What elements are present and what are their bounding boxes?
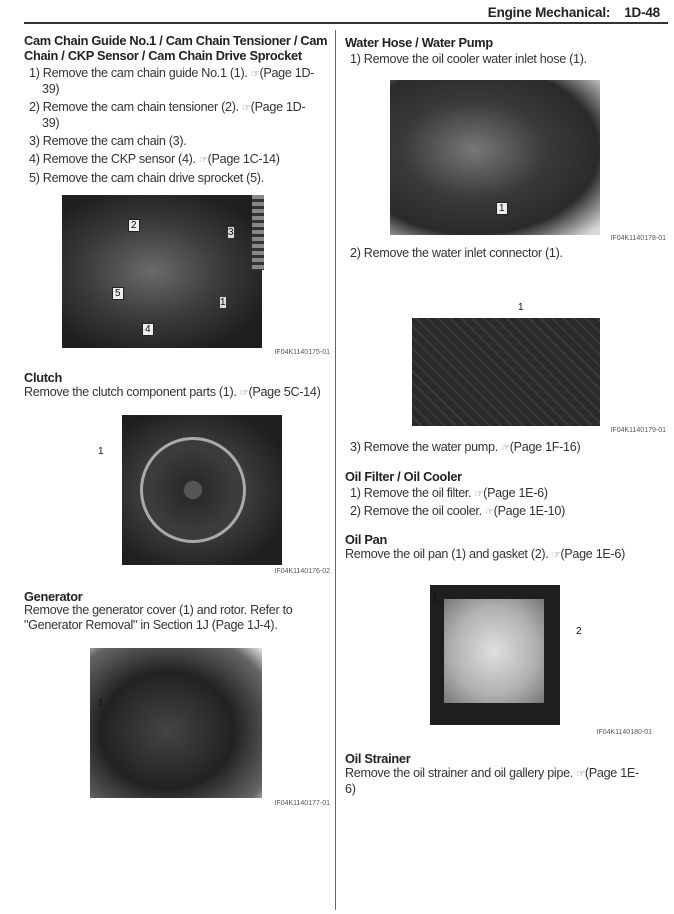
figure-caption: IF04K1140180-01 <box>596 729 652 736</box>
oil-pan-text: Remove the oil pan (1) and gasket (2). ☞… <box>345 547 625 563</box>
page-link-cont[interactable]: 39) <box>42 116 60 130</box>
step-2: 2) Remove the oil cooler. ☞(Page 1E-10) <box>350 504 565 520</box>
reference-icon: ☞ <box>250 69 260 80</box>
clutch-text: Remove the clutch component parts (1). ☞… <box>24 385 334 401</box>
text-line: "Generator Removal" in Section 1J (Page … <box>24 618 278 632</box>
text-line: Remove the oil strainer and oil gallery … <box>345 766 577 780</box>
step-text: 5) Remove the cam chain drive sprocket (… <box>29 171 264 185</box>
figure-caption: IF04K1140176-02 <box>274 568 330 575</box>
step-text: 4) Remove the CKP sensor (4). <box>29 152 199 166</box>
water-hose-photo: 1 <box>390 80 600 235</box>
step-1: 1) Remove the oil cooler water inlet hos… <box>350 52 587 66</box>
oil-filter-heading: Oil Filter / Oil Cooler <box>345 469 462 484</box>
oil-pan-graphic <box>444 599 544 703</box>
column-divider <box>335 30 336 910</box>
step-text: 2) Remove the oil cooler. <box>350 504 485 518</box>
figure-caption: IF04K1140178-01 <box>610 235 666 242</box>
step-text: 1) Remove the oil filter. <box>350 486 475 500</box>
callout-4: 4 <box>142 323 154 336</box>
callout-1: 1 <box>98 446 104 457</box>
reference-icon: ☞ <box>474 489 484 500</box>
step-2: 2) Remove the cam chain tensioner (2). ☞… <box>24 100 334 131</box>
clutch-cover-graphic <box>140 437 246 543</box>
page-link[interactable]: (Page 1E-6) <box>483 486 548 500</box>
generator-text: Remove the generator cover (1) and rotor… <box>24 603 334 633</box>
step-3: 3) Remove the water pump. ☞(Page 1F-16) <box>350 440 581 456</box>
page-link[interactable]: (Page 1E- <box>584 766 639 780</box>
section-title: Engine Mechanical: <box>487 5 611 20</box>
step-text: 1) Remove the cam chain guide No.1 (1). <box>29 66 251 80</box>
step-1: 1) Remove the oil filter. ☞(Page 1E-6) <box>350 486 548 502</box>
reference-icon: ☞ <box>239 388 249 399</box>
text-line: Remove the generator cover (1) and rotor… <box>24 603 293 617</box>
water-pump-heading: Water Hose / Water Pump <box>345 35 493 50</box>
reference-icon: ☞ <box>198 155 208 166</box>
step-1: 1) Remove the cam chain guide No.1 (1). … <box>24 66 334 97</box>
clutch-instruction: Remove the clutch component parts (1). <box>24 385 240 399</box>
water-inlet-photo <box>412 318 600 426</box>
step-text: 3) Remove the water pump. <box>350 440 502 454</box>
oil-strainer-text: Remove the oil strainer and oil gallery … <box>345 766 665 797</box>
callout-1: 1 <box>98 698 104 709</box>
page-link[interactable]: (Page 1D- <box>250 100 306 114</box>
callout-3: 3 <box>228 227 234 238</box>
heading-line: Chain / CKP Sensor / Cam Chain Drive Spr… <box>24 48 302 63</box>
generator-photo <box>90 648 262 798</box>
clutch-heading: Clutch <box>24 370 63 385</box>
page-link[interactable]: (Page 1E-10) <box>493 504 566 518</box>
page-header: Engine Mechanical: 1D-48 <box>474 5 660 20</box>
page-link[interactable]: (Page 1C-14) <box>207 152 280 166</box>
callout-2: 2 <box>576 626 582 637</box>
cam-chain-steps: 1) Remove the cam chain guide No.1 (1). … <box>24 66 334 186</box>
step-2: 2) Remove the water inlet connector (1). <box>350 246 563 260</box>
oil-pan-heading: Oil Pan <box>345 532 387 547</box>
step-text: 3) Remove the cam chain (3). <box>29 134 187 148</box>
page-link-cont[interactable]: 39) <box>42 82 60 96</box>
oil-pan-instruction: Remove the oil pan (1) and gasket (2). <box>345 547 552 561</box>
reference-icon: ☞ <box>501 443 510 454</box>
page-link[interactable]: (Page 1E-6) <box>560 547 625 561</box>
cam-chain-heading: Cam Chain Guide No.1 / Cam Chain Tension… <box>24 33 334 63</box>
figure-caption: IF04K1140175-01 <box>274 349 330 356</box>
cam-chain-photo: 2 3 5 1 4 <box>62 195 264 348</box>
header-rule <box>24 22 668 24</box>
reference-icon: ☞ <box>242 103 251 114</box>
figure-caption: IF04K1140179-01 <box>610 427 666 434</box>
page-link-cont[interactable]: 6) <box>345 782 356 796</box>
callout-1: 1 <box>432 594 438 605</box>
clutch-photo <box>122 415 282 565</box>
callout-5: 5 <box>112 287 124 300</box>
generator-heading: Generator <box>24 589 83 604</box>
reference-icon: ☞ <box>576 769 585 780</box>
step-5: 5) Remove the cam chain drive sprocket (… <box>24 171 334 186</box>
page-link[interactable]: (Page 1F-16) <box>509 440 581 454</box>
cam-chain-graphic <box>252 195 264 270</box>
reference-icon: ☞ <box>485 507 494 518</box>
reference-icon: ☞ <box>551 550 561 561</box>
figure-caption: IF04K1140177-01 <box>274 800 330 807</box>
callout-1: 1 <box>220 297 226 308</box>
page-number: 1D-48 <box>624 5 660 20</box>
step-text: 2) Remove the cam chain tensioner (2). <box>29 100 242 114</box>
callout-1: 1 <box>496 202 508 215</box>
step-3: 3) Remove the cam chain (3). <box>24 134 334 149</box>
page-link[interactable]: (Page 5C-14) <box>248 385 321 399</box>
heading-line: Cam Chain Guide No.1 / Cam Chain Tension… <box>24 33 328 48</box>
oil-pan-photo <box>430 585 560 725</box>
page-link[interactable]: (Page 1D- <box>259 66 315 80</box>
oil-strainer-heading: Oil Strainer <box>345 751 411 766</box>
callout-1: 1 <box>518 302 524 313</box>
callout-2: 2 <box>128 219 140 232</box>
step-4: 4) Remove the CKP sensor (4). ☞(Page 1C-… <box>24 152 334 168</box>
